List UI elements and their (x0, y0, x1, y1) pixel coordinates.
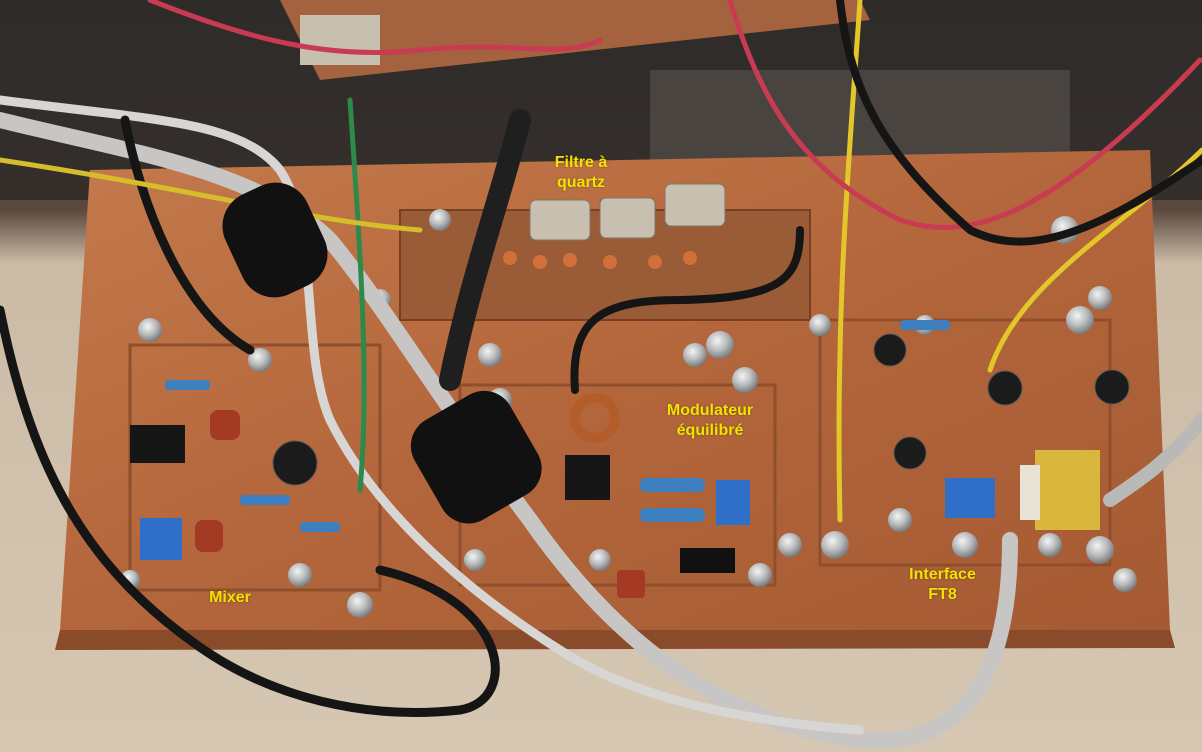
section-mixer-area (128, 343, 382, 592)
quartz-crystals (529, 183, 726, 241)
mixer-ic (130, 425, 185, 463)
label-filtre-line2: quartz (557, 174, 605, 191)
resistors (165, 320, 950, 532)
label-interface-line1: Interface (909, 566, 976, 583)
label-mixer: Mixer (190, 588, 270, 608)
label-modulateur-line1: Modulateur (666, 402, 754, 419)
main-pcb-edge (55, 630, 1175, 650)
ferrite-beads (222, 182, 542, 524)
label-mixer-line1: Mixer (209, 589, 251, 606)
upper-pcb (280, 0, 870, 80)
trimmers (140, 478, 995, 560)
filter-capacitors (503, 251, 697, 269)
upper-pcb-bracket (300, 15, 380, 65)
red-capacitors (195, 410, 645, 598)
modulator-ic (565, 455, 610, 500)
label-interface-ft8: Interface FT8 (895, 565, 990, 605)
main-pcb (60, 150, 1170, 630)
toroid (570, 393, 620, 443)
electrolytic-capacitors (272, 333, 1130, 486)
section-interface-area (818, 318, 1112, 567)
label-filtre-line1: Filtre à (554, 154, 608, 171)
label-filtre-quartz: Filtre à quartz (536, 153, 626, 193)
label-interface-line2: FT8 (928, 586, 957, 603)
label-modulateur: Modulateur équilibré (650, 401, 770, 441)
label-modulateur-line2: équilibré (676, 422, 744, 439)
diode-black (680, 548, 735, 573)
transformer (1020, 450, 1100, 530)
